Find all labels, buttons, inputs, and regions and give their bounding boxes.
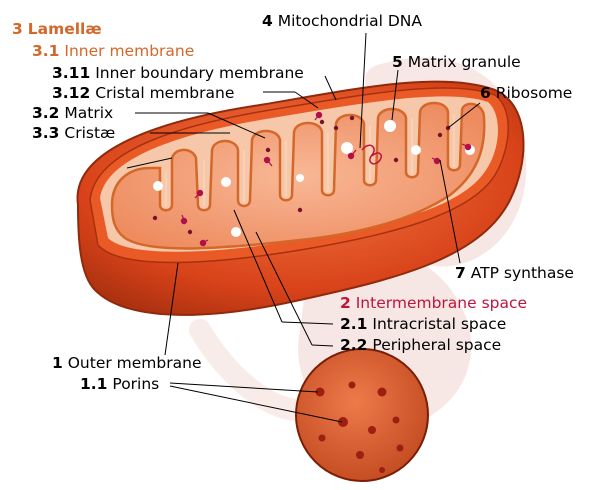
label-matrix: 3.2 Matrix: [32, 104, 114, 122]
label-inner-membrane: 3.1 Inner membrane: [32, 42, 195, 60]
label-cristae: 3.3 Cristæ: [32, 124, 116, 142]
matrix-contents: [152, 111, 475, 247]
porin-detail: [295, 348, 429, 482]
label-porins: 1.1 Porins: [80, 375, 160, 393]
label-intermembrane-space: 2 Intermembrane space: [340, 294, 528, 312]
label-peripheral-space: 2.2 Peripheral space: [340, 336, 502, 354]
label-atp-synthase: 7 ATP synthase: [455, 264, 574, 282]
label-matrix-granule: 5 Matrix granule: [392, 53, 521, 71]
label-mitochondrial-dna: 4 Mitochondrial DNA: [262, 12, 423, 30]
label-outer-membrane: 1 Outer membrane: [52, 354, 202, 372]
label-cristal-membrane: 3.12 Cristal membrane: [52, 84, 235, 102]
label-inner-boundary-membrane: 3.11 Inner boundary membrane: [52, 64, 304, 82]
label-ribosome: 6 Ribosome: [480, 84, 573, 102]
label-intracristal-space: 2.1 Intracristal space: [340, 315, 507, 333]
leader-lines: [126, 32, 481, 423]
label-lamellae: 3 Lamellæ: [12, 20, 102, 38]
